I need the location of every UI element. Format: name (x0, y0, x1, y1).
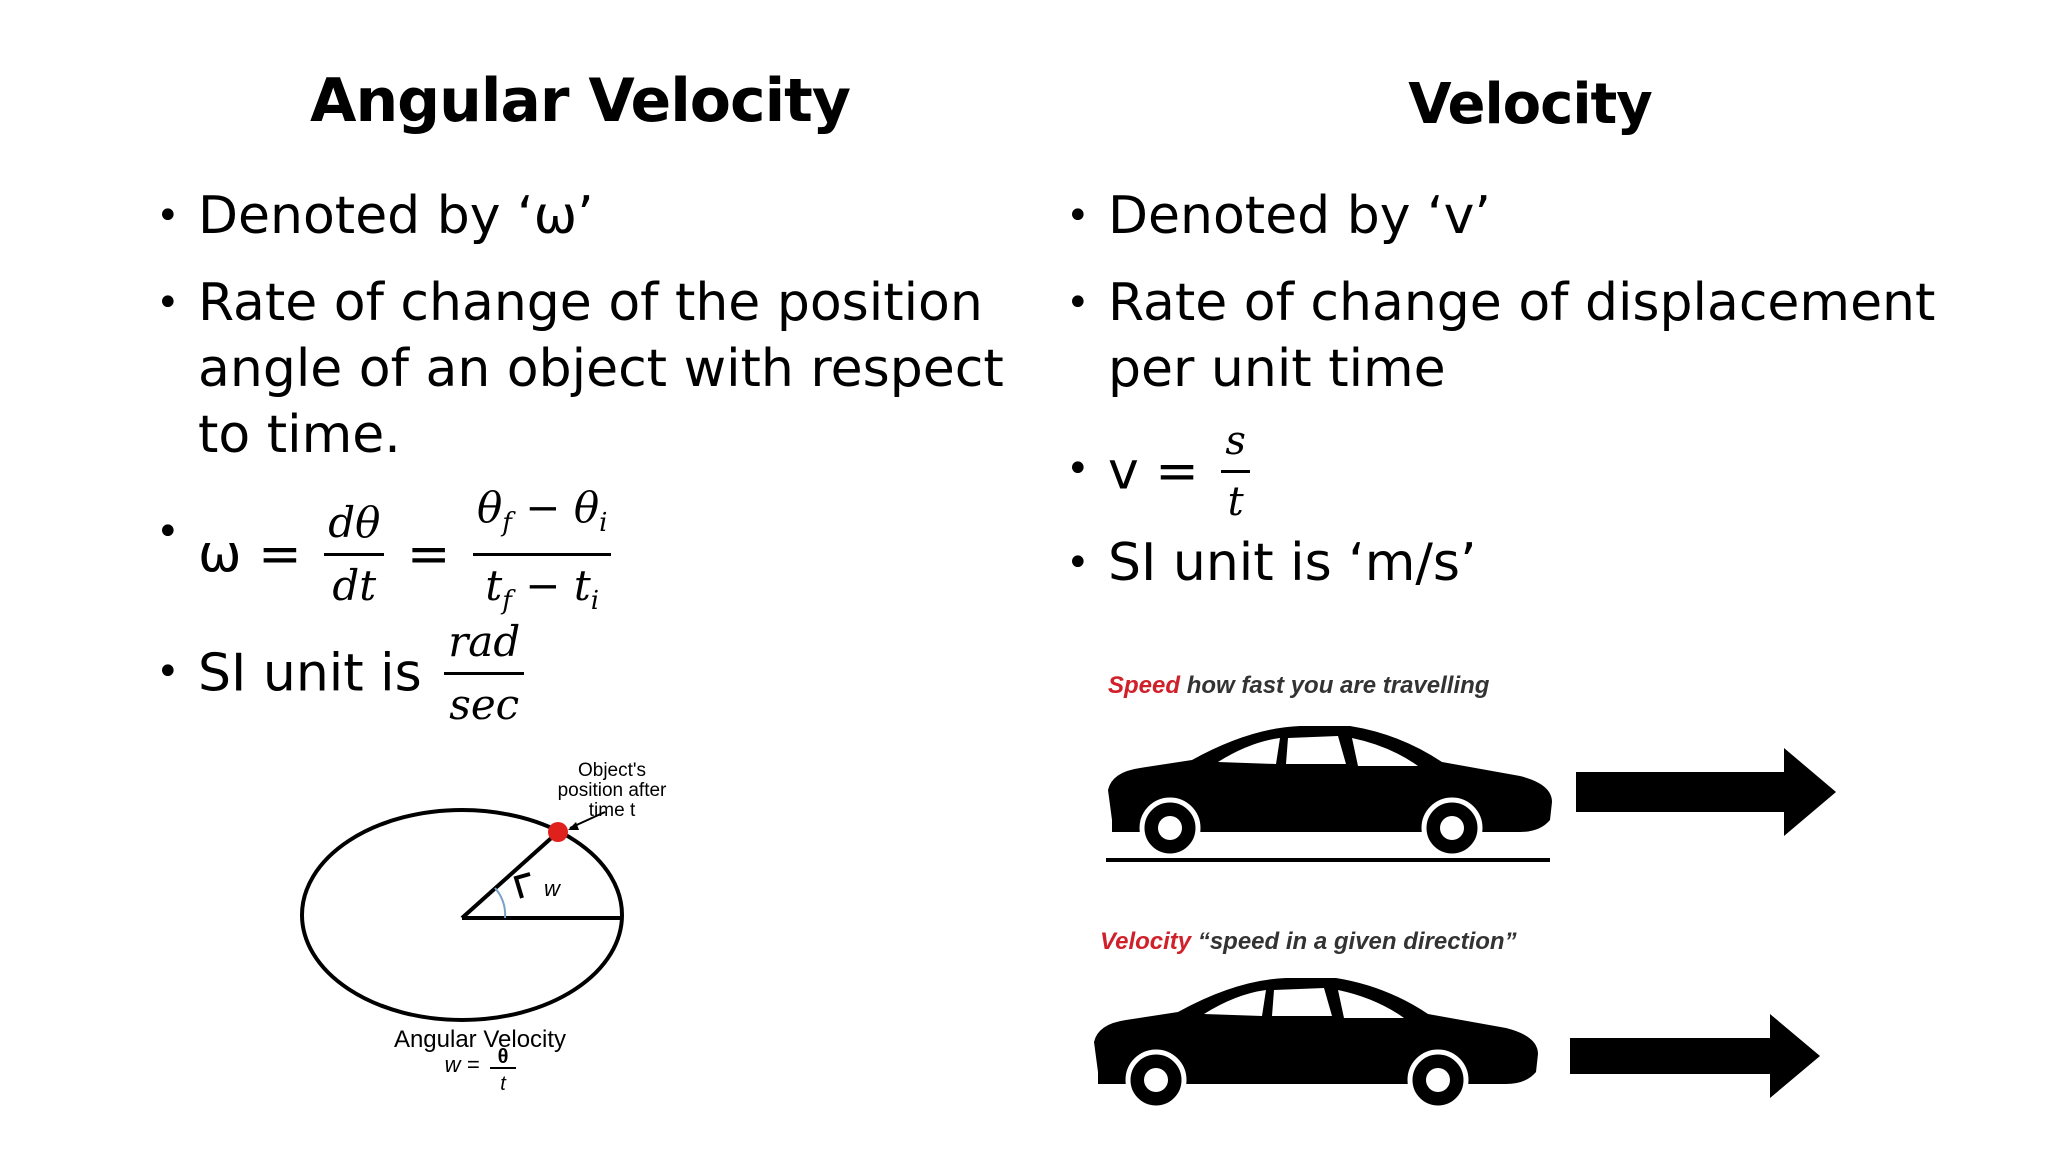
diagram-formula-den: t (500, 1073, 507, 1095)
bullet-dot: • (1066, 540, 1090, 586)
diagram-caption: Angular Velocity (394, 1026, 566, 1053)
bullet-dot: • (156, 649, 180, 695)
left-bullet-1: • Denoted by ‘ω’ (156, 183, 594, 249)
frac-den: tf − ti (485, 561, 600, 617)
car-hub (1158, 816, 1182, 840)
left-bullet-2-line-1: Rate of change of the position (198, 273, 983, 333)
speed-car-figure (1106, 726, 1836, 862)
callout-line-2: position after (558, 780, 667, 801)
frac-den: dt (332, 561, 377, 611)
bullet-dot: • (156, 193, 180, 239)
radius-line-angled (460, 830, 560, 920)
diagram-formula-num: θ (498, 1046, 509, 1068)
car-hub (1426, 1068, 1450, 1092)
object-dot (548, 822, 568, 842)
velocity-caption: Velocity “speed in a given direction” (1100, 928, 1517, 956)
frac-num: θf − θi (473, 478, 612, 557)
car-window (1338, 990, 1404, 1018)
car-window (1204, 990, 1266, 1016)
arrow-right-icon (1576, 748, 1836, 836)
right-bullet-3: • v = s t (1066, 412, 1256, 531)
bullet-dot: • (156, 280, 180, 326)
angular-velocity-diagram: w Object's position after time t Angular… (300, 760, 667, 1095)
right-bullet-4-text: SI unit is ‘m/s’ (1108, 533, 1477, 593)
right-title: Velocity (1408, 72, 1653, 137)
right-bullet-1: • Denoted by ‘v’ (1066, 183, 1491, 249)
callout-line-3: time t (589, 800, 636, 821)
left-bullet-2: • Rate of change of the position angle o… (156, 270, 1004, 468)
speed-rest: how fast you are travelling (1180, 672, 1490, 699)
left-bullet-4: • SI unit is rad sec (156, 612, 530, 735)
velocity-word: Velocity (1100, 928, 1192, 955)
right-bullet-4: • SI unit is ‘m/s’ (1066, 530, 1477, 596)
v-eq-prefix: v = (1108, 441, 1199, 502)
angle-arc (494, 887, 507, 919)
fraction-theta-diff: θf − θi tf − ti (473, 478, 612, 631)
frac-den: t (1227, 479, 1244, 525)
frac-num: rad (444, 612, 525, 675)
arrow-right-icon (1570, 1014, 1820, 1098)
bullet-dot: • (1066, 280, 1090, 326)
frac-num: s (1221, 412, 1250, 473)
si-unit-prefix: SI unit is (198, 643, 422, 704)
car-window (1352, 738, 1418, 766)
equals-sign: = (406, 524, 451, 585)
speed-caption: Speed how fast you are travelling (1108, 672, 1489, 700)
bullet-dot: • (1066, 446, 1090, 492)
left-bullet-3: • ω = dθ dt = θf − θi tf − ti (156, 478, 617, 631)
velocity-car-figure (1094, 978, 1820, 1111)
car-hub (1144, 1068, 1168, 1092)
left-title: Angular Velocity (310, 66, 851, 136)
angle-label: w (544, 876, 562, 901)
callout-arrow-head (568, 822, 579, 830)
right-bullet-2-line-1: Rate of change of displacement (1108, 273, 1936, 333)
omega-eq-prefix: ω = (198, 524, 302, 585)
left-bullet-2-line-2: angle of an object with respect (198, 339, 1004, 399)
right-bullet-1-text: Denoted by ‘v’ (1108, 186, 1491, 246)
velocity-rest: “speed in a given direction” (1191, 928, 1517, 955)
fraction-s-t: s t (1221, 412, 1250, 531)
rotation-arrow-icon (513, 872, 531, 899)
left-bullet-2-line-3: to time. (198, 405, 401, 465)
circle-path (300, 808, 624, 1022)
right-bullet-2: • Rate of change of displacement per uni… (1066, 270, 1936, 402)
car-hub (1440, 816, 1464, 840)
bullet-dot: • (1066, 193, 1090, 239)
diagram-formula-lhs: w = (445, 1052, 480, 1077)
car-window (1218, 738, 1280, 764)
bullet-dot: • (156, 509, 180, 555)
speed-word: Speed (1108, 672, 1181, 699)
fraction-rad-sec: rad sec (444, 612, 525, 735)
left-bullet-1-text: Denoted by ‘ω’ (198, 186, 594, 246)
frac-num: dθ (324, 493, 385, 557)
callout-line-1: Object's (578, 760, 646, 781)
fraction-dtheta-dt: dθ dt (324, 493, 385, 616)
car-window (1272, 988, 1332, 1016)
right-bullet-2-line-2: per unit time (1108, 339, 1446, 399)
frac-den: sec (449, 680, 520, 729)
car-window (1286, 736, 1346, 764)
